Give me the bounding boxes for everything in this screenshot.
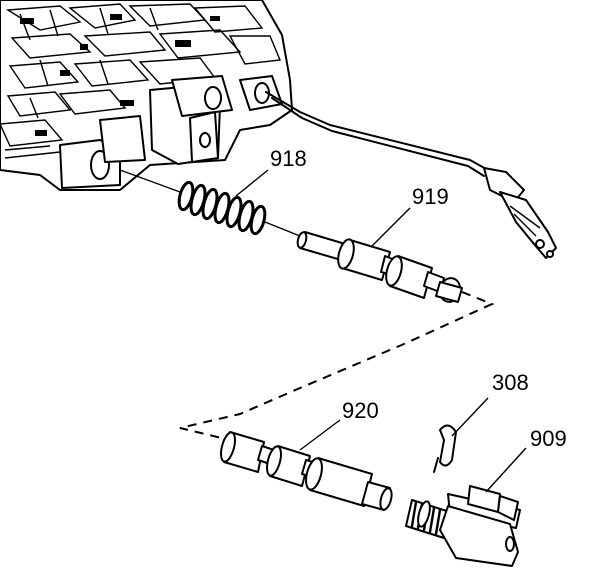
- spring-918: [177, 180, 267, 236]
- axis-line-a: [119, 169, 181, 193]
- callout-919: 919: [412, 184, 449, 209]
- retaining-clip-308: [433, 424, 457, 473]
- valve-920: [220, 431, 393, 511]
- linkage-rod: [265, 91, 557, 259]
- callout-308: 308: [492, 370, 529, 395]
- leader-lines: [235, 169, 527, 493]
- valve-body-casting: [0, 0, 293, 191]
- callout-920: 920: [342, 398, 379, 423]
- axis-line-b: [264, 221, 301, 237]
- valve-919: [296, 231, 463, 303]
- bore-plug-909: [405, 485, 521, 567]
- callout-909: 909: [530, 426, 567, 451]
- exploded-view-guide-line: [179, 291, 495, 441]
- callout-918: 918: [270, 146, 307, 171]
